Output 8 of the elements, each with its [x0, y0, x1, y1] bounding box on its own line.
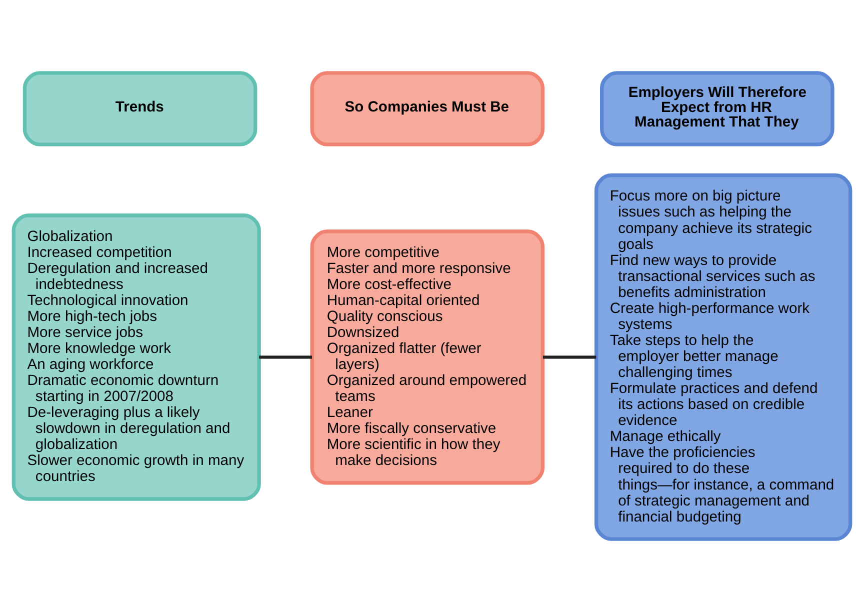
node-box: So Companies Must Be — [310, 71, 545, 146]
connector — [259, 356, 312, 359]
node-box: Trends — [22, 71, 258, 146]
node-box: More competitive Faster and more responsive More cost-effective Human-capital oriented Quality conscious Downsized Organized flatter (fewer layers) Organized around empowered teams Leaner More fiscally conservative More scientific in how they make decisions — [310, 230, 545, 485]
node-box: Globalization Increased competition Deregulation and increased indebtedness Technological innovation More high-tech jobs More service jobs More knowledge work An aging workforce Dramatic economic downturn starting in 2007/2008 De-leveraging plus a likely slowdown in deregulation and globalization Slower economic growth in many countries — [12, 214, 261, 501]
connector — [542, 356, 596, 359]
node-box: Focus more on big picture issues such as helping the company achieve its strategic goals Find new ways to provide transactional services such as benefits administration Create high-performance work systems Take steps to help the employer better manage challenging times Formulate practices and defend its actions based on credible evidence Manage ethically Have the proficiencies required to do these things—for instance, a command of strategic management and financial budgeting — [594, 173, 852, 541]
node-box: Employers Will Therefore Expect from HR Management That They — [600, 71, 834, 146]
